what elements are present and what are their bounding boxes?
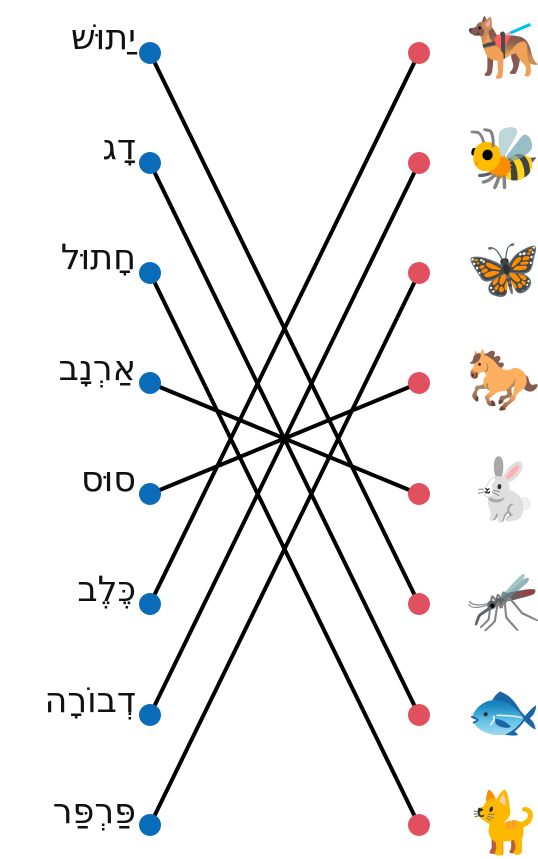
word-dot-arnav[interactable]: [139, 372, 161, 394]
horse-icon: 🐎: [466, 344, 538, 416]
fish-icon: 🐟: [466, 676, 538, 748]
picture-dot-fish[interactable]: [408, 704, 430, 726]
word-yatush: יַתוּשׁ: [8, 13, 136, 63]
picture-dot-cat[interactable]: [408, 814, 430, 836]
rabbit-icon: 🐇: [466, 454, 538, 526]
cat-icon: 🐈: [466, 787, 538, 859]
word-arnav: אַרְנָב: [8, 344, 136, 394]
picture-dot-horse[interactable]: [408, 372, 430, 394]
word-dot-hatul[interactable]: [139, 262, 161, 284]
word-dot-sus[interactable]: [139, 483, 161, 505]
picture-dot-dog[interactable]: [408, 42, 430, 64]
butterfly-icon: 🦋: [466, 233, 538, 305]
word-dot-kelev[interactable]: [139, 593, 161, 615]
mosquito-icon: 🦟: [466, 565, 538, 637]
picture-dot-bee[interactable]: [408, 152, 430, 174]
word-dot-dag[interactable]: [139, 152, 161, 174]
picture-dot-rabbit[interactable]: [408, 483, 430, 505]
word-dot-yatush[interactable]: [139, 42, 161, 64]
word-dag: דָג: [8, 123, 136, 173]
service-dog-icon: 🐕‍🦺: [466, 12, 538, 84]
word-dot-dvora[interactable]: [139, 704, 161, 726]
word-dvora: דְבוֹרָה: [8, 676, 136, 726]
word-dot-parpar[interactable]: [139, 814, 161, 836]
word-kelev: כֶּלֶב: [8, 565, 136, 615]
word-sus: סוּס: [8, 455, 136, 505]
picture-dot-butterfly[interactable]: [408, 262, 430, 284]
picture-dot-mosquito[interactable]: [408, 593, 430, 615]
bee-icon: 🐝: [466, 122, 538, 194]
word-parpar: פַּרְפַּר: [8, 787, 136, 837]
word-hatul: חָתוּל: [8, 233, 136, 283]
